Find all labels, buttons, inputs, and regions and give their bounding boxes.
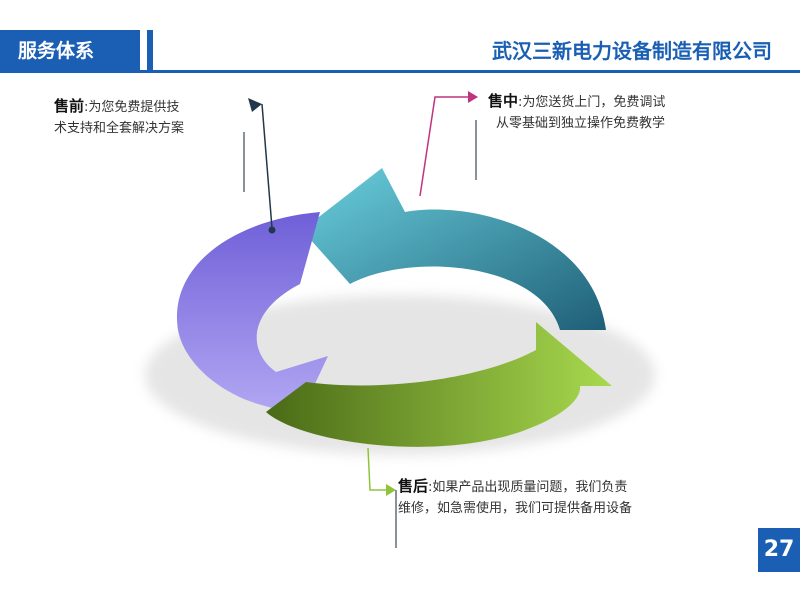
page-number: 27 (758, 528, 800, 572)
after-sale-note: 售后:如果产品出现质量问题，我们负责 维修，如急需使用，我们可提供备用设备 (398, 476, 632, 519)
section-title: 服务体系 (0, 30, 140, 72)
in-sale-note: 售中:为您送货上门，免费调试 从零基础到独立操作免费教学 (488, 91, 665, 134)
in-sale-arrowhead-icon (468, 91, 478, 103)
after-sale-arrowhead-icon (386, 484, 396, 496)
after-sale-arrow (266, 322, 612, 447)
pre-sale-line2: 术支持和全套解决方案 (54, 121, 185, 136)
pre-sale-dot (268, 226, 276, 234)
pre-sale-note: 售前:为您免费提供技 术支持和全套解决方案 (54, 96, 184, 139)
header-stripe (147, 30, 153, 72)
pre-sale-arrowhead-icon (248, 98, 262, 112)
pre-sale-leader (261, 103, 273, 229)
header-rule (0, 70, 800, 73)
after-sale-line2: 维修，如急需使用，我们可提供备用设备 (398, 501, 633, 516)
after-sale-line1: :如果产品出现质量问题，我们负责 (428, 480, 628, 495)
after-sale-leader (367, 447, 388, 491)
pre-sale-arrow (176, 212, 328, 416)
after-sale-title: 售后 (398, 477, 429, 495)
pre-sale-line1: :为您免费提供技 (84, 100, 180, 115)
in-sale-title: 售中 (488, 92, 519, 110)
in-sale-line2: 从零基础到独立操作免费教学 (496, 116, 666, 131)
pre-sale-title: 售前 (54, 97, 85, 115)
company-name: 武汉三新电力设备制造有限公司 (492, 39, 772, 63)
in-sale-arrow (302, 168, 606, 330)
in-sale-leader (419, 96, 470, 197)
in-sale-line1: :为您送货上门，免费调试 (518, 95, 666, 110)
